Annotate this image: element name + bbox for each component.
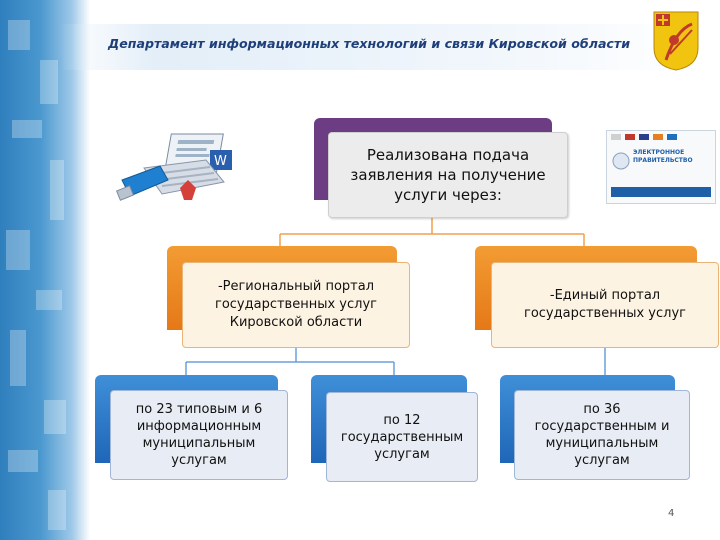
decorative-left-strip	[0, 0, 90, 540]
unified-portal-box: -Единый портал государственных услуг	[491, 262, 719, 348]
svg-text:W: W	[214, 154, 227, 169]
regional-portal-box: -Региональный портал государственных усл…	[182, 262, 410, 348]
top-box: Реализована подача заявления на получени…	[328, 132, 568, 218]
service-box-3: по 36 государственным и муниципальным ус…	[514, 390, 690, 480]
service-box-2: по 12 государственным услугам	[326, 392, 478, 482]
header-band	[60, 24, 700, 70]
service-box-1: по 23 типовым и 6 информационным муницип…	[110, 390, 288, 480]
portal-thumbnail: ЭЛЕКТРОННОЕ ПРАВИТЕЛЬСТВО	[606, 130, 716, 204]
page-number: 4	[668, 508, 675, 519]
kirov-coat-of-arms-icon	[653, 11, 699, 71]
page-title: Департамент информационных технологий и …	[108, 36, 631, 51]
usb-keyboard-documents-icon: W	[115, 133, 232, 201]
portal-thumbnail-label: ЭЛЕКТРОННОЕ ПРАВИТЕЛЬСТВО	[633, 149, 693, 164]
